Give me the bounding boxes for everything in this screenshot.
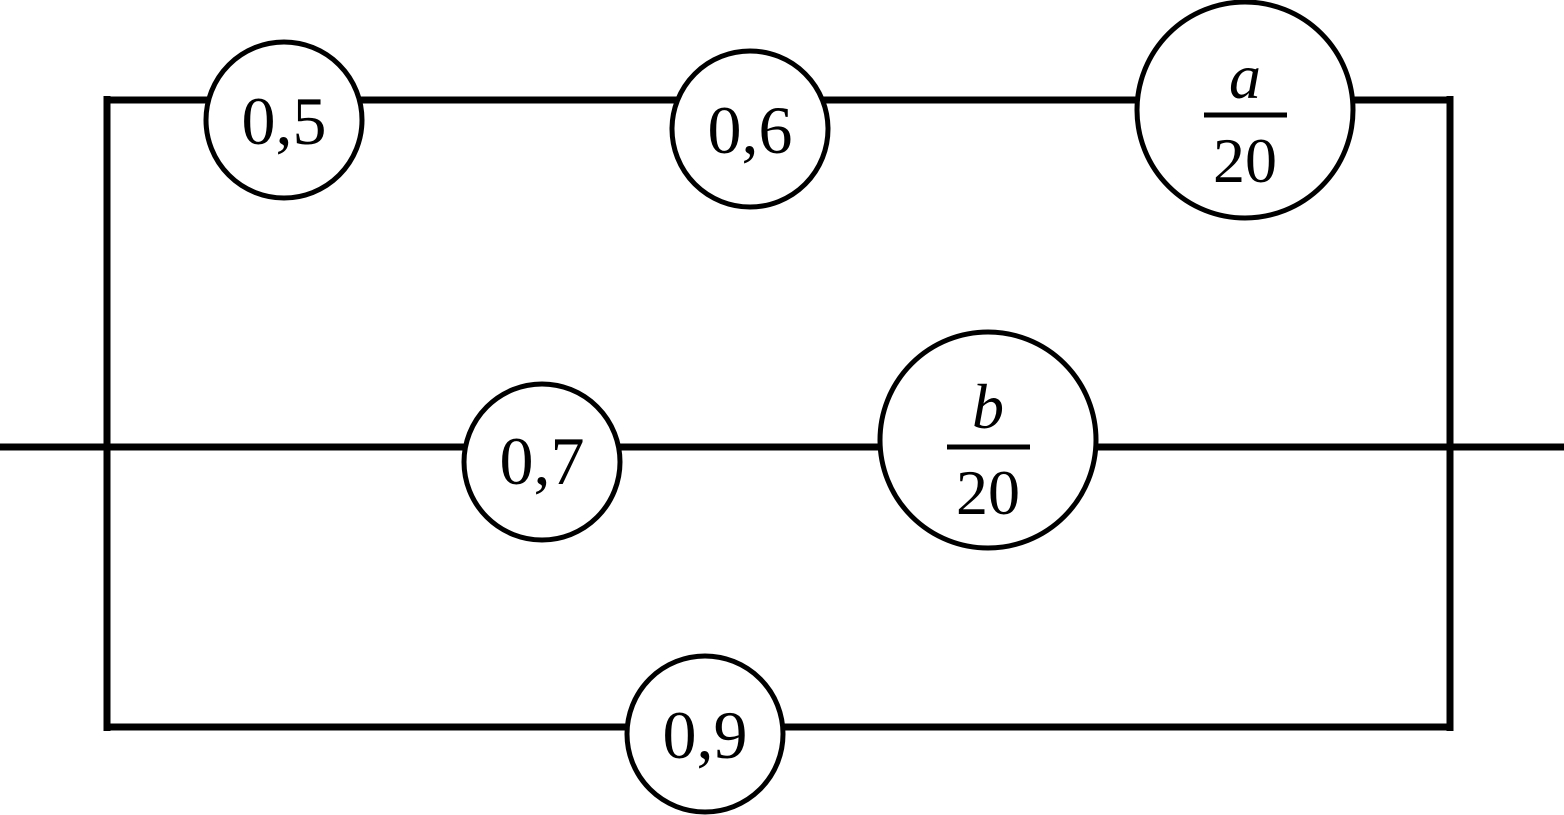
element-circle: [624, 653, 786, 815]
element-middle-2: b 20: [877, 329, 1099, 551]
element-circle: [203, 39, 365, 201]
fraction-numerator: a: [1229, 41, 1261, 112]
element-circle: [877, 329, 1099, 551]
element-top-1: 0,5: [203, 39, 365, 201]
element-label: 0,5: [242, 83, 327, 159]
element-top-2: 0,6: [669, 48, 831, 210]
element-label: 0,7: [500, 423, 585, 499]
element-middle-1: 0,7: [461, 381, 623, 543]
element-bottom-1: 0,9: [624, 653, 786, 815]
fraction-numerator: b: [972, 371, 1004, 442]
fraction-denominator: 20: [1213, 125, 1277, 196]
element-circle: [1134, 0, 1356, 221]
element-circle: [669, 48, 831, 210]
element-circle: [461, 381, 623, 543]
element-label: 0,6: [708, 92, 793, 168]
fraction-denominator: 20: [956, 457, 1020, 528]
element-top-3: a 20: [1134, 0, 1356, 221]
element-label: 0,9: [663, 697, 748, 773]
